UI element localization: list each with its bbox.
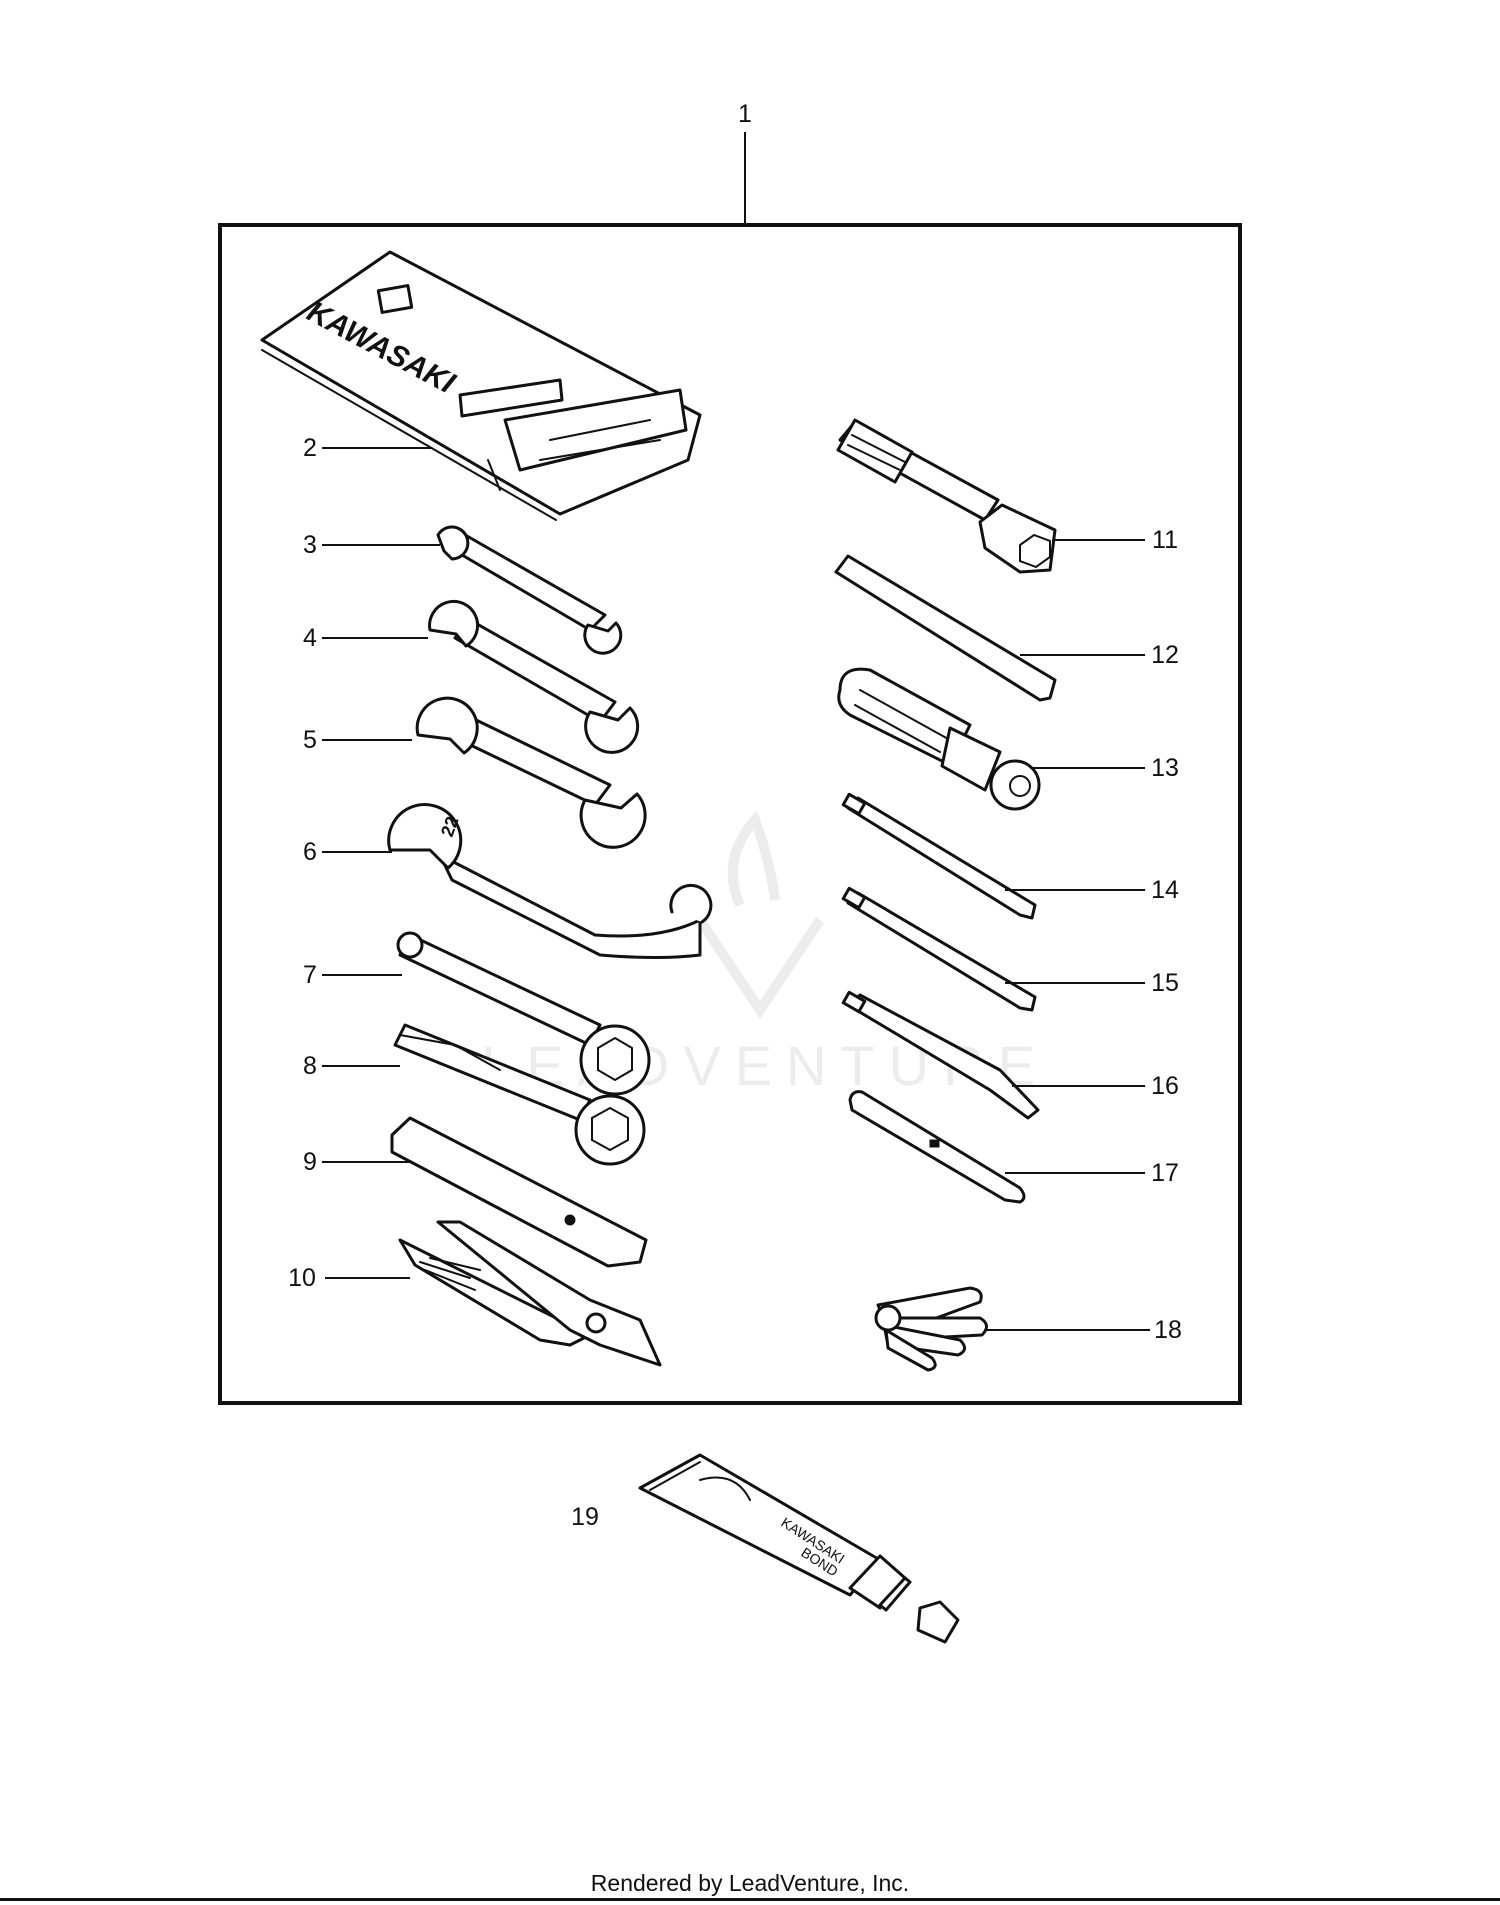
pliers-10 — [398, 1220, 662, 1367]
callout-13[interactable]: 13 — [1151, 754, 1179, 782]
callout-11[interactable]: 11 — [1152, 526, 1178, 554]
callout-1[interactable]: 1 — [738, 100, 752, 128]
box-wrench-7 — [396, 931, 651, 1096]
screwdriver-blade-16 — [841, 990, 1040, 1120]
footer-rule — [0, 1898, 1500, 1901]
watermark-logo — [695, 810, 825, 1020]
screwdriver-handle-13 — [837, 667, 1041, 811]
callout-14[interactable]: 14 — [1151, 876, 1179, 904]
callout-5[interactable]: 5 — [303, 726, 317, 754]
callout-9[interactable]: 9 — [303, 1148, 317, 1176]
feeler-gauge-18 — [874, 1286, 988, 1372]
screwdriver-blade-15 — [841, 886, 1037, 1012]
screwdriver-blade-14 — [841, 792, 1037, 920]
callout-15[interactable]: 15 — [1151, 969, 1179, 997]
callout-18[interactable]: 18 — [1154, 1316, 1182, 1344]
callout-8[interactable]: 8 — [303, 1052, 317, 1080]
box-wrench-8 — [393, 1023, 646, 1166]
footer-credit: Rendered by LeadVenture, Inc. — [590, 1870, 910, 1896]
callout-12[interactable]: 12 — [1151, 641, 1179, 669]
spark-plug-wrench-11 — [836, 418, 1057, 574]
callout-3[interactable]: 3 — [303, 531, 317, 559]
wrench-3 — [436, 525, 623, 655]
wrench-6 — [387, 803, 713, 959]
wrench-5 — [415, 696, 647, 849]
callout-19[interactable]: 19 — [571, 1503, 599, 1531]
rod-12 — [834, 554, 1057, 702]
callout-2[interactable]: 2 — [303, 434, 317, 462]
wrench-4 — [428, 600, 640, 754]
sealant-tube-19 — [638, 1453, 960, 1644]
callout-10[interactable]: 10 — [288, 1264, 316, 1292]
handle-bar-9 — [390, 1116, 648, 1268]
callout-17[interactable]: 17 — [1151, 1159, 1179, 1187]
kit-frame — [218, 223, 1242, 1405]
callout-16[interactable]: 16 — [1151, 1072, 1179, 1100]
callout-7[interactable]: 7 — [303, 961, 317, 989]
callout-6[interactable]: 6 — [303, 838, 317, 866]
callout-4[interactable]: 4 — [303, 624, 317, 652]
tool-pouch — [260, 250, 702, 521]
flat-tool-17 — [848, 1090, 1026, 1204]
